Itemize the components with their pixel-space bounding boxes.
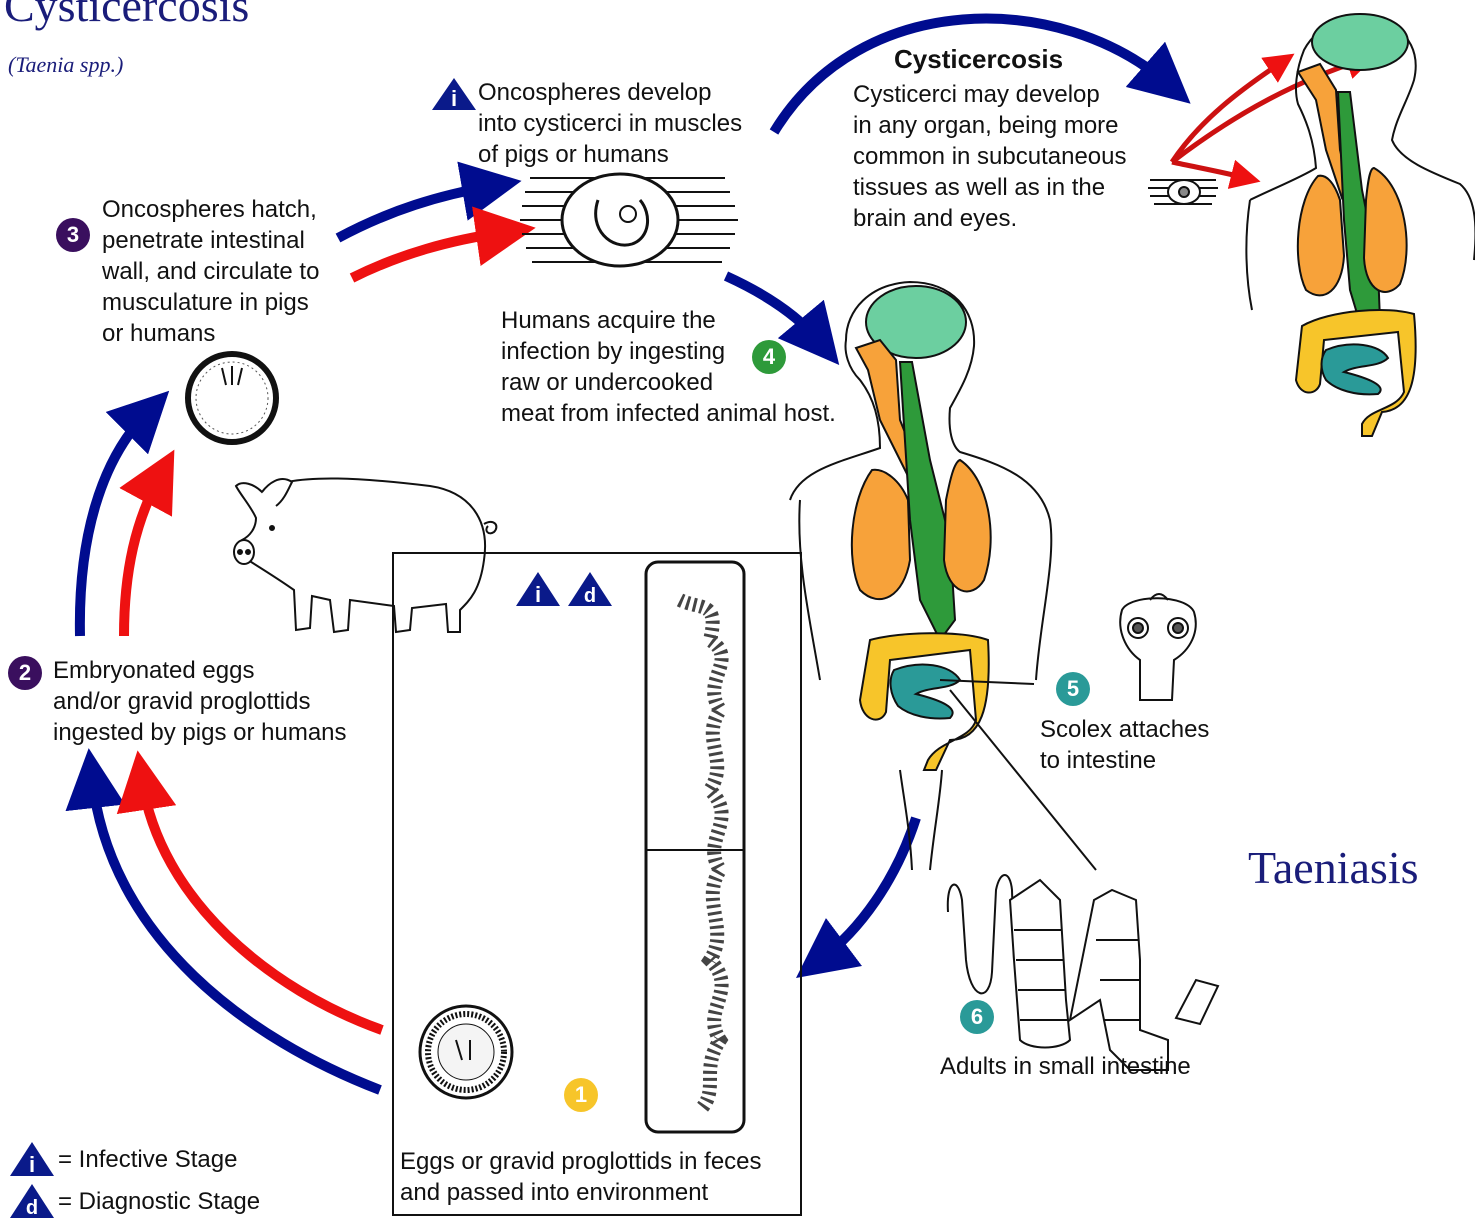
step-1-text: Eggs or gravid proglottids in feces and … — [400, 1146, 762, 1208]
step-2-text: Embryonated eggs and/or gravid proglotti… — [53, 655, 347, 748]
oncosphere-illustration — [188, 354, 276, 442]
oncosphere-text: Oncospheres develop into cysticerci in m… — [478, 77, 742, 170]
cysticercosis-heading: Cysticercosis — [894, 44, 1063, 75]
arrow-1-to-2-blue — [92, 778, 380, 1090]
arrow-3-to-cyst-red — [352, 232, 506, 278]
scolex-illustration — [1120, 594, 1196, 700]
taeniasis-title: Taeniasis — [1248, 840, 1419, 896]
arrow-3-to-cyst-blue — [338, 186, 492, 238]
svg-text:d: d — [26, 1197, 38, 1218]
step-5-badge: 5 — [1056, 672, 1090, 706]
infective-stage-icon: i — [432, 78, 476, 111]
step-1-badge: 1 — [564, 1078, 598, 1112]
step-3-badge: 3 — [56, 218, 90, 252]
cysticercosis-text: Cysticerci may develop in any organ, bei… — [853, 79, 1127, 234]
human-cysticercosis-illustration — [1246, 14, 1475, 436]
step-5-text: Scolex attaches to intestine — [1040, 714, 1209, 776]
svg-text:i: i — [451, 86, 457, 111]
species-subtitle: (Taenia spp.) — [8, 52, 123, 78]
muscle-cysticercus-illustration — [520, 174, 738, 266]
arrow-human-to-feces — [820, 818, 916, 960]
adult-tapeworm-illustration — [948, 875, 1218, 1070]
step-4-badge: 4 — [752, 340, 786, 374]
feces-stage-box — [392, 552, 802, 1216]
legend-diagnostic-icon: d — [10, 1184, 54, 1218]
step-6-badge: 6 — [960, 1000, 994, 1034]
arrow-1-to-2-red — [142, 780, 382, 1030]
cysticercosis-title: Cysticercosis — [4, 0, 249, 32]
arrow-to-torso — [1172, 162, 1246, 178]
legend-infective-label: = Infective Stage — [58, 1144, 237, 1175]
arrow-2-to-3-red — [124, 476, 160, 636]
svg-text:i: i — [29, 1152, 35, 1177]
tissue-cyst-illustration — [1148, 180, 1218, 204]
step-4-text: Humans acquire the infection by ingestin… — [501, 305, 836, 429]
step-6-text: Adults in small intestine — [940, 1051, 1191, 1082]
step-3-text: Oncospheres hatch, penetrate intestinal … — [102, 194, 319, 349]
legend-diagnostic-label: = Diagnostic Stage — [58, 1186, 260, 1217]
step-2-badge: 2 — [8, 656, 42, 690]
legend-infective-icon: i — [10, 1142, 54, 1177]
